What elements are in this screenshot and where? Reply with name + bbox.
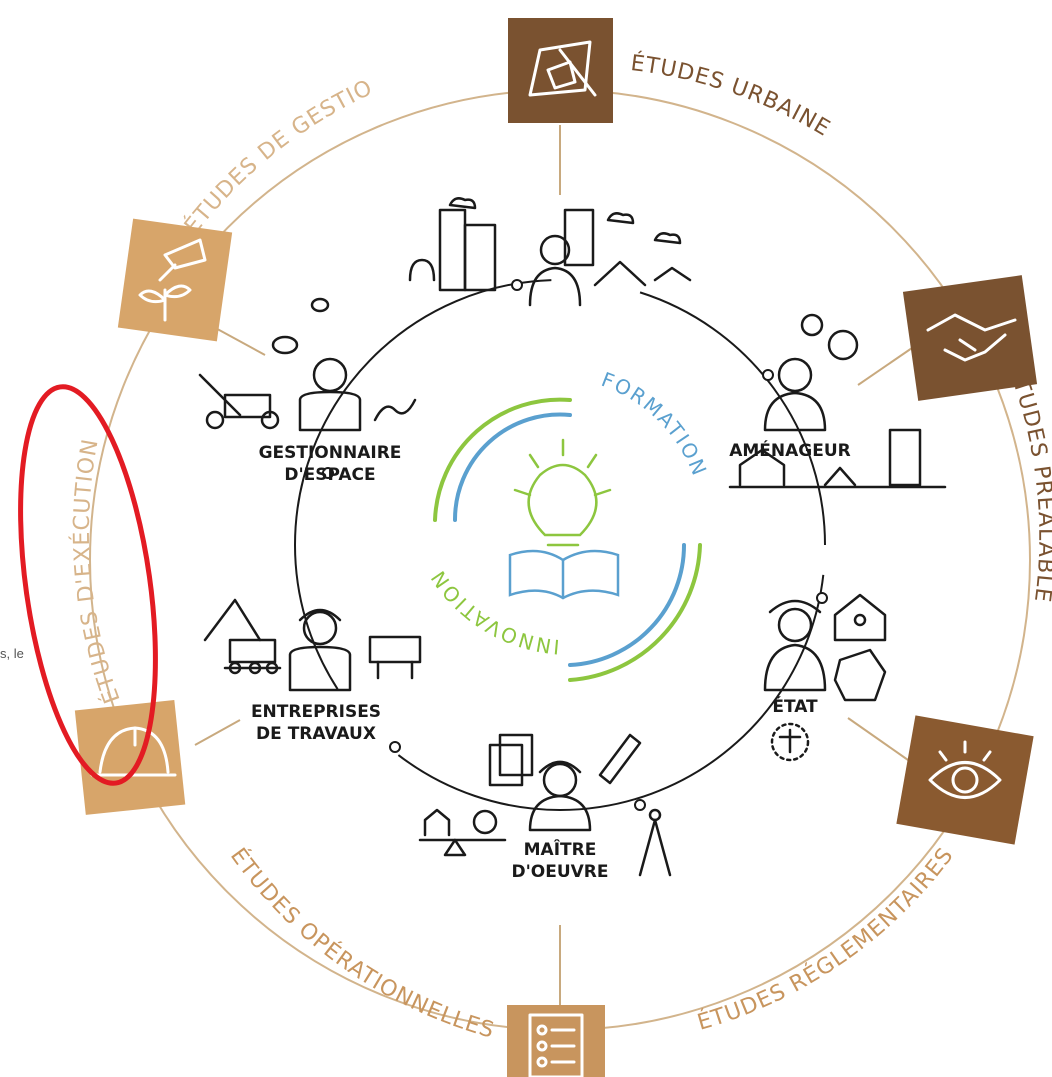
excavator-icon (203, 598, 282, 675)
actor-gestionnaire-line1: GESTIONNAIRE (259, 443, 402, 463)
pencil-icon (598, 733, 642, 785)
outer-ring (89, 89, 1031, 1031)
person-etat-icon (763, 599, 827, 692)
ring-label-reglementaires: ÉTUDES RÉGLEMENTAIRES (694, 843, 959, 1036)
worm-icon (373, 398, 417, 422)
actor-maitre-line2: D'OEUVRE (511, 862, 608, 882)
actor-etat: ÉTAT (772, 695, 818, 717)
tile-connectors (194, 125, 913, 1005)
watering-plant-icon (138, 238, 207, 322)
actor-cycle-ring (294, 279, 826, 811)
person-worker-icon (288, 608, 352, 692)
tile-top-left (117, 218, 233, 342)
open-book-icon (508, 549, 620, 600)
person-maitre-oeuvre-icon (528, 760, 592, 832)
actor-gestionnaire-line2: D'ESPACE (284, 465, 375, 485)
tile-bottom-left (74, 700, 186, 815)
tile-top (508, 18, 613, 123)
helmet-icon (90, 726, 177, 777)
actor-entreprises-line2: DE TRAVAUX (256, 724, 376, 744)
actor-maitre-line1: MAÎTRE (524, 838, 597, 860)
person-amenageur-icon (763, 357, 827, 432)
actor-entreprises-line1: ENTREPRISES (251, 702, 381, 722)
person-gestionnaire-icon (298, 357, 362, 432)
center-arcs (433, 397, 702, 682)
handshake-icon (926, 313, 1017, 362)
france-map-icon (833, 648, 887, 702)
lightbulb-icon (513, 438, 612, 547)
town-hall-icon (833, 593, 887, 642)
ring-nodes (322, 279, 828, 811)
documents-folder-icon (488, 733, 534, 787)
balance-house-euro-icon (418, 808, 507, 857)
actor-amenageur: AMÉNAGEUR (729, 439, 851, 461)
tile-bottom-right (896, 715, 1034, 845)
checklist-icon (528, 1013, 584, 1077)
bees-icon (271, 297, 330, 355)
highlight-ellipse (18, 384, 158, 786)
road-barrier-icon (368, 635, 422, 680)
person-urbaniste-icon (528, 234, 582, 307)
tile-bottom (507, 1005, 605, 1077)
ring-label-urbaines: ÉTUDES URBAINES (0, 0, 835, 142)
center-label-formation: FORMATION (598, 367, 712, 480)
lawnmower-icon (198, 373, 280, 430)
ring-label-operationnelles: ÉTUDES OPÉRATIONNELLES (225, 843, 497, 1044)
eu-justice-icon (770, 722, 810, 762)
euro-coins-icon (800, 313, 859, 361)
cropped-side-text: s, le (0, 646, 24, 661)
compass-icon (638, 808, 672, 877)
eye-icon (928, 740, 1002, 799)
city-skyline-icon (408, 197, 692, 292)
ring-label-execution: ÉTUDES D'EXÉCUTION (69, 436, 126, 706)
plans-icon (528, 40, 597, 97)
ring-label-gestion: ÉTUDES DE GESTION (0, 0, 377, 239)
center-label-innovation: INNOVATION (425, 565, 560, 659)
houses-building-icon (728, 428, 947, 489)
tile-top-right (902, 275, 1038, 401)
